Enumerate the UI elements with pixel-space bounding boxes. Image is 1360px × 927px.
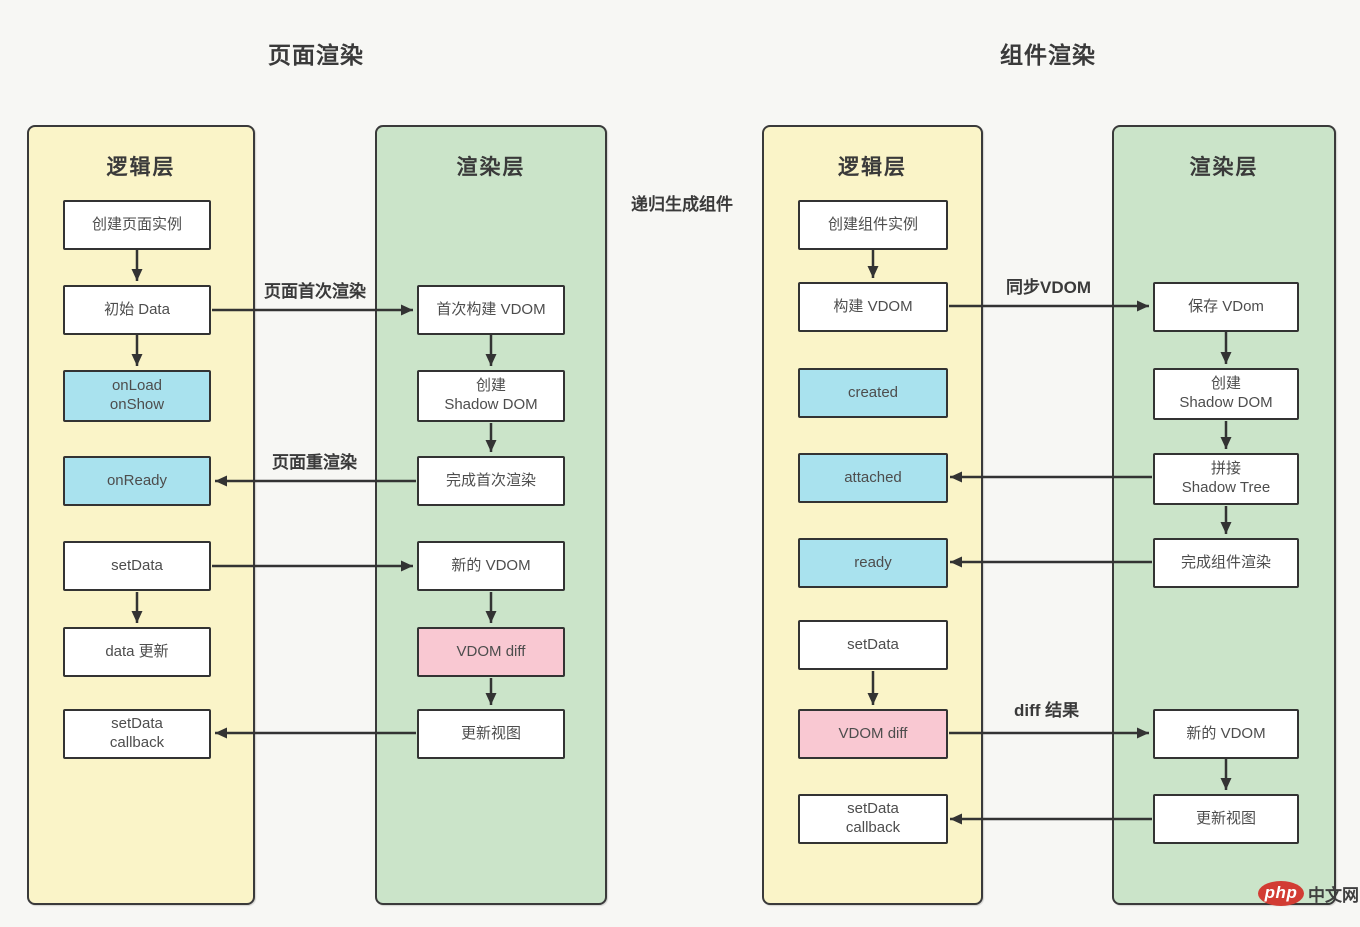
page-logic-panel: 逻辑层 xyxy=(27,125,255,905)
box-init-data: 初始 Data xyxy=(63,285,211,335)
box-first-build-vdom: 首次构建 VDOM xyxy=(417,285,565,335)
label-page-re-render: 页面重渲染 xyxy=(272,453,357,472)
box-component-update-view: 更新视图 xyxy=(1153,794,1299,844)
component-logic-panel: 逻辑层 xyxy=(762,125,983,905)
box-join-shadow-tree: 拼接 Shadow Tree xyxy=(1153,453,1299,505)
box-ready: ready xyxy=(798,538,948,588)
label-sync-vdom: 同步VDOM xyxy=(1006,278,1091,297)
box-page-new-vdom: 新的 VDOM xyxy=(417,541,565,591)
page-logic-header: 逻辑层 xyxy=(106,156,176,179)
box-component-setdata-callback: setData callback xyxy=(798,794,948,844)
box-page-update-view: 更新视图 xyxy=(417,709,565,759)
component-logic-header: 逻辑层 xyxy=(838,156,907,179)
component-render-panel: 渲染层 xyxy=(1112,125,1336,905)
box-created: created xyxy=(798,368,948,418)
page-render-title: 页面渲染 xyxy=(268,42,364,68)
box-page-vdom-diff: VDOM diff xyxy=(417,627,565,677)
box-build-vdom: 构建 VDOM xyxy=(798,282,948,332)
box-save-vdom: 保存 VDom xyxy=(1153,282,1299,332)
box-finish-first-render: 完成首次渲染 xyxy=(417,456,565,506)
box-component-vdom-diff: VDOM diff xyxy=(798,709,948,759)
box-onload-onshow: onLoad onShow xyxy=(63,370,211,422)
page-render-panel: 渲染层 xyxy=(375,125,607,905)
label-page-first-render: 页面首次渲染 xyxy=(264,282,366,301)
label-diff-result: diff 结果 xyxy=(1014,701,1080,720)
box-page-create-shadow-dom: 创建 Shadow DOM xyxy=(417,370,565,422)
box-component-create-shadow-dom: 创建 Shadow DOM xyxy=(1153,368,1299,420)
box-attached: attached xyxy=(798,453,948,503)
box-data-update: data 更新 xyxy=(63,627,211,677)
box-create-page-instance: 创建页面实例 xyxy=(63,200,211,250)
recursive-generate-label: 递归生成组件 xyxy=(631,195,733,214)
page-render-header: 渲染层 xyxy=(456,156,526,179)
box-page-setdata: setData xyxy=(63,541,211,591)
box-component-new-vdom: 新的 VDOM xyxy=(1153,709,1299,759)
php-logo: php xyxy=(1258,881,1304,906)
box-page-setdata-callback: setData callback xyxy=(63,709,211,759)
box-finish-component-render: 完成组件渲染 xyxy=(1153,538,1299,588)
component-render-header: 渲染层 xyxy=(1189,156,1259,179)
box-create-component-instance: 创建组件实例 xyxy=(798,200,948,250)
box-onready: onReady xyxy=(63,456,211,506)
component-render-title: 组件渲染 xyxy=(1000,42,1096,68)
box-component-setdata: setData xyxy=(798,620,948,670)
watermark-site-text: 中文网 xyxy=(1308,886,1359,905)
watermark: php 中文网 xyxy=(1258,881,1359,906)
